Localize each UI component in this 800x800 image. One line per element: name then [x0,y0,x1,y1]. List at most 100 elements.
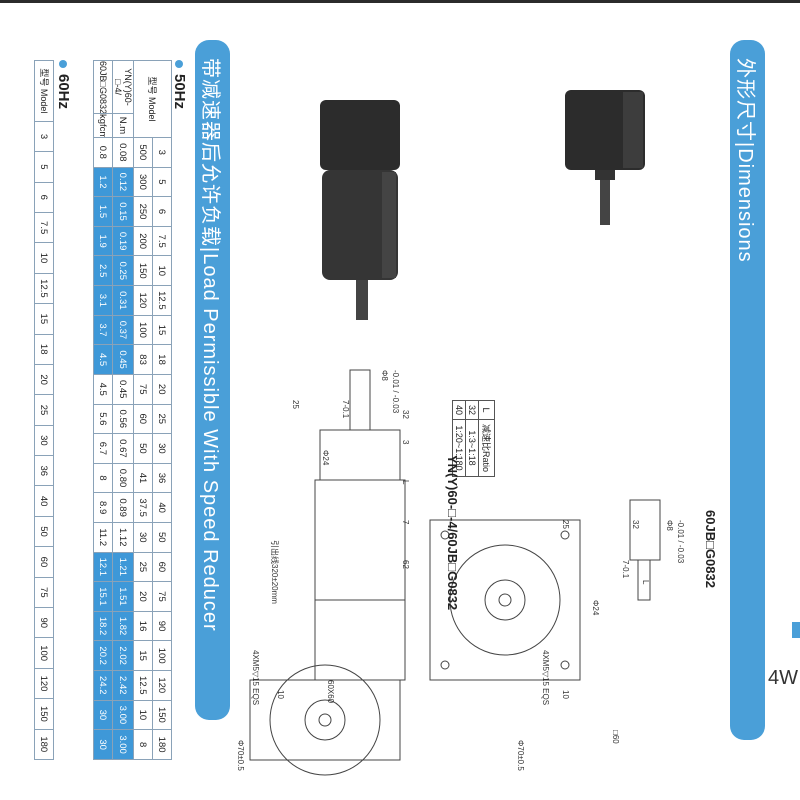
torque-cell: 0.08 [112,137,134,168]
ratio-cell: 3 [152,137,172,168]
ratio-cell: 90 [152,611,172,641]
model-name-cell: 60JB□G0832 [93,60,113,114]
dim-62: 62 [401,560,410,569]
dim-L-2: L [401,480,410,485]
ratio-cell: 120 [34,668,54,699]
torque-cell: 1.51 [112,581,134,612]
ratio-cell: 15 [34,303,54,335]
speed-cell: 500 [133,137,153,168]
speed-cell: 16 [133,611,153,641]
ratio-cell: 20 [152,374,172,404]
ratio-cell: 25 [34,394,54,426]
dim-25-2: 25 [291,400,300,409]
torque-cell: 0.37 [112,315,134,345]
diagram-title-motor: YN(Y)60-□-4/60JB□G0832 [445,455,460,611]
torque-cell: 1.9 [93,226,113,256]
ratio-cell: 60 [34,546,54,578]
torque-cell: 2.02 [112,640,134,671]
model-name-cell: YN(Y)60-□-4/ [112,60,134,114]
ratio-cell: 5 [152,167,172,197]
dim-shaft-tol-2: -0.01 / -0.03 [391,370,400,414]
torque-cell: 1.12 [112,522,134,553]
speed-cell: 30 [133,522,153,553]
ratio-cell: 20 [34,364,54,395]
dim-32-2: 32 [401,410,410,419]
ratio-cell: 75 [152,581,172,612]
load-banner: 带减速器后允许负载|Load Permissible With Speed Re… [195,40,230,720]
power-label: 4W [768,667,798,689]
torque-cell: 0.12 [112,167,134,197]
speed-cell: 200 [133,226,153,256]
ratio-cell: 40 [34,485,54,517]
dim-lead-wire: 引出线320±20mm [270,540,279,604]
ratio-cell: 50 [152,522,172,553]
ratio-cell: 6 [152,196,172,227]
speed-cell: 20 [133,581,153,612]
ratio-cell: 5 [34,151,54,183]
lr-cell: 40 [452,400,466,420]
dimensions-banner-text: 外形尺寸|Dimensions [734,58,756,263]
ratio-cell: 36 [152,463,172,493]
dim-shaft-dia-1: Φ8 [665,520,674,531]
torque-cell: 11.2 [93,522,113,553]
torque-cell: 30 [93,700,113,730]
ratio-cell: 3 [34,121,54,152]
ratio-cell: 150 [34,698,54,730]
speed-cell: 12.5 [133,670,153,701]
ratio-cell: 18 [152,344,172,375]
torque-cell: 2.42 [112,670,134,701]
dim-32-1: 32 [631,520,640,529]
ratio-cell: 120 [152,670,172,701]
gearbox-dimension-drawing [429,499,661,681]
torque-cell: 12.1 [93,552,113,582]
ratio-cell: 12.5 [152,285,172,316]
dim-shaft-dia-2: Φ8 [380,370,389,381]
torque-cell: 4.5 [93,374,113,404]
lr-header-l: L [478,400,495,420]
speed-cell: 300 [133,167,153,197]
ratio-cell: 36 [34,455,54,486]
unit-cell: kgfcm [93,113,113,138]
torque-cell: 3.7 [93,315,113,345]
speed-cell: 25 [133,552,153,582]
speed-cell: 250 [133,196,153,227]
torque-cell: 0.8 [93,137,113,168]
ratio-cell: 90 [34,607,54,638]
ratio-cell: 50 [34,516,54,547]
ratio-cell: 18 [34,334,54,365]
ratio-cell: 7.5 [34,212,54,243]
ratio-cell: 10 [34,242,54,274]
ratio-cell: 25 [152,404,172,434]
torque-cell: 1.2 [93,167,113,197]
speed-cell: 100 [133,315,153,345]
speed-cell: 60 [133,404,153,434]
torque-cell: 0.45 [112,374,134,404]
dim-3: 3 [401,440,410,445]
ratio-cell: 180 [152,729,172,760]
speed-cell: 83 [133,344,153,375]
dim-d24-2: Φ24 [321,450,330,466]
speed-cell: 41 [133,463,153,493]
bullet-dot [175,60,184,68]
speed-cell: 8 [133,729,153,760]
torque-cell: 24.2 [93,670,113,701]
unit-cell: N.m [112,113,134,138]
motor-photo-small [565,90,645,225]
speed-cell: 75 [133,374,153,404]
torque-cell: 20.2 [93,640,113,671]
dim-screws-1: 4XM5▽15 EQS [541,650,550,706]
lr-cell: 1:3~1:18 [465,419,479,477]
freq-60-heading: 60Hz [55,60,72,109]
torque-cell: 8.9 [93,492,113,523]
torque-cell: 0.80 [112,463,134,493]
dim-L-1: L [641,580,650,585]
lr-header-row: L 减速比Ratio [478,400,495,477]
dim-10-2: 10 [276,690,285,699]
torque-cell: 2.5 [93,255,113,286]
torque-cell: 6.7 [93,433,113,464]
load-banner-text: 带减速器后允许负载|Load Permissible With Speed Re… [199,58,221,632]
